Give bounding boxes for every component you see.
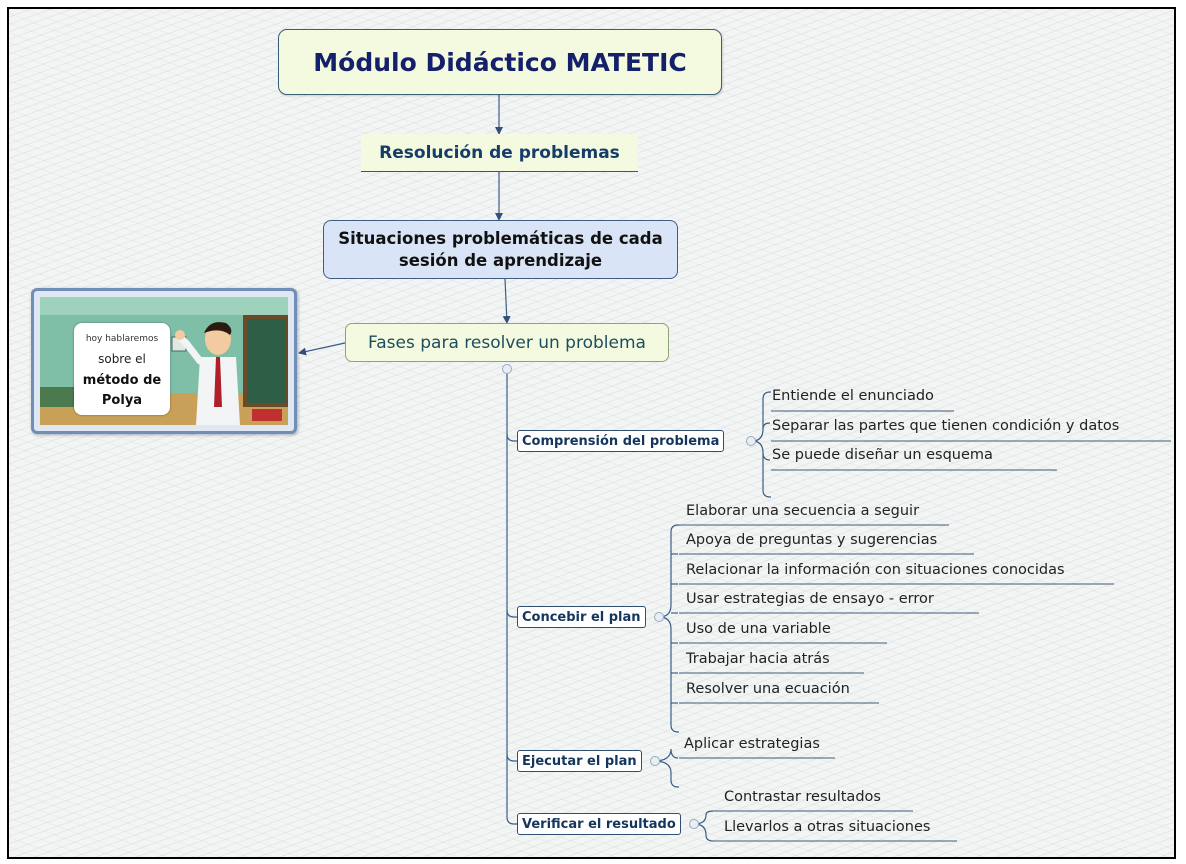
connector-comp-down xyxy=(751,440,771,498)
phase-ejecutar[interactable]: Ejecutar el plan xyxy=(517,750,642,772)
connector-exec xyxy=(653,748,679,762)
collapse-toggle-icon[interactable] xyxy=(654,612,664,622)
connector-phase-1 xyxy=(506,433,517,442)
root-node[interactable]: Módulo Didáctico MATETIC xyxy=(278,29,722,95)
collapse-toggle-icon[interactable] xyxy=(650,756,660,766)
situaciones-line-2: sesión de aprendizaje xyxy=(398,250,603,270)
connector-plan-trunk xyxy=(658,524,679,618)
leaf-item[interactable]: Uso de una variable xyxy=(686,621,831,637)
leaf-item[interactable]: Se puede diseñar un esquema xyxy=(772,447,993,463)
mind-map-canvas: Módulo Didáctico MATETIC Resolución de p… xyxy=(7,7,1176,859)
leaf-item[interactable]: Contrastar resultados xyxy=(724,789,881,805)
leaf-item[interactable]: Llevarlos a otras situaciones xyxy=(724,819,931,835)
caption-line-1: hoy hablaremos xyxy=(85,334,159,344)
leaf-item[interactable]: Trabajar hacia atrás xyxy=(686,651,830,667)
caption-line-2: sobre el xyxy=(98,352,146,366)
connector-phase-2 xyxy=(506,609,517,618)
leaf-item[interactable]: Usar estrategias de ensayo - error xyxy=(686,591,934,607)
collapse-toggle-icon[interactable] xyxy=(689,819,699,829)
fases-node[interactable]: Fases para resolver un problema xyxy=(345,323,669,362)
phase-label: Ejecutar el plan xyxy=(522,753,637,769)
situaciones-line-1: Situaciones problemáticas de cada xyxy=(338,228,663,248)
connector-fases-image xyxy=(298,342,346,356)
leaf-item[interactable]: Entiende el enunciado xyxy=(772,388,934,404)
leaf-item[interactable]: Aplicar estrategias xyxy=(684,736,820,752)
speech-bubble: hoy hablaremos sobre el método de Polya xyxy=(74,323,170,415)
connector-lines xyxy=(298,95,1171,842)
phase-label: Verificar el resultado xyxy=(522,816,676,832)
classroom-illustration: hoy hablaremos sobre el método de Polya xyxy=(40,297,288,425)
situaciones-node[interactable]: Situaciones problemáticas de cada sesión… xyxy=(323,220,678,279)
leaf-item[interactable]: Separar las partes que tienen condición … xyxy=(772,418,1120,434)
connector-phase-3 xyxy=(506,753,517,762)
collapse-toggle-icon[interactable] xyxy=(746,436,756,446)
leaf-item[interactable]: Relacionar la información con situacione… xyxy=(686,562,1065,578)
caption-line-3: método de xyxy=(82,373,162,388)
topic-node[interactable]: Resolución de problemas xyxy=(361,134,638,172)
phase-concebir[interactable]: Concebir el plan xyxy=(517,606,646,628)
caption-line-4: Polya xyxy=(101,393,143,408)
phase-comprension[interactable]: Comprensión del problema xyxy=(517,430,725,452)
leaf-item[interactable]: Elaborar una secuencia a seguir xyxy=(686,503,920,519)
phase-label: Comprensión del problema xyxy=(522,433,720,449)
phase-verificar[interactable]: Verificar el resultado xyxy=(517,813,681,835)
situaciones-label: Situaciones problemáticas de cada sesión… xyxy=(338,228,662,272)
connector-verif xyxy=(693,810,714,825)
root-title: Módulo Didáctico MATETIC xyxy=(313,47,687,77)
leaf-item[interactable]: Apoya de preguntas y sugerencias xyxy=(686,532,938,548)
connector-comp-trunk xyxy=(751,391,771,442)
fases-label: Fases para resolver un problema xyxy=(368,332,646,353)
polya-video-thumbnail[interactable]: hoy hablaremos sobre el método de Polya xyxy=(31,288,297,434)
topic-label: Resolución de problemas xyxy=(379,142,620,163)
connector-plan-down xyxy=(658,616,679,733)
connector-trunk xyxy=(506,370,517,825)
collapse-toggle-icon[interactable] xyxy=(502,364,512,374)
leaf-item[interactable]: Resolver una ecuación xyxy=(686,681,850,697)
connector-situ-fases xyxy=(502,278,511,324)
phase-label: Concebir el plan xyxy=(522,609,641,625)
